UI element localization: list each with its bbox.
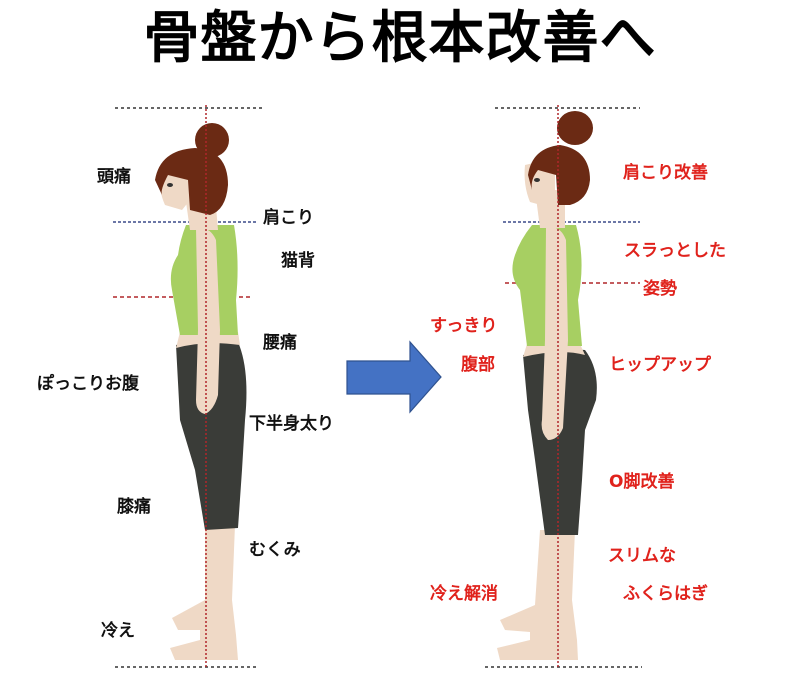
label-hip-up: ヒップアップ bbox=[609, 355, 711, 375]
right-arrow-icon bbox=[346, 340, 442, 414]
label-shoulder-improved: 肩こり改善 bbox=[623, 163, 708, 183]
label-slim-calves-2: ふくらはぎ bbox=[623, 584, 708, 604]
label-headache: 頭痛 bbox=[97, 167, 131, 187]
label-stiff-shoulders: 肩こり bbox=[263, 208, 314, 228]
label-slim-posture-1: スラっとした bbox=[624, 241, 726, 261]
after-figure bbox=[485, 105, 642, 668]
label-slim-calves-1: スリムな bbox=[608, 546, 676, 566]
label-knee-pain: 膝痛 bbox=[117, 497, 151, 517]
page-title: 骨盤から根本改善へ bbox=[143, 6, 657, 71]
label-swelling: むくみ bbox=[249, 540, 301, 560]
label-toned-belly-2: 腹部 bbox=[461, 355, 495, 375]
before-figure bbox=[113, 105, 265, 668]
label-cold: 冷え bbox=[101, 621, 135, 641]
label-hunchback: 猫背 bbox=[281, 251, 315, 271]
label-toned-belly-1: すっきり bbox=[430, 316, 498, 336]
label-lower-body-fat: 下半身太り bbox=[249, 414, 334, 434]
label-cold-relief: 冷え解消 bbox=[430, 584, 498, 604]
label-o-leg-improved: O脚改善 bbox=[609, 472, 675, 492]
label-back-pain: 腰痛 bbox=[263, 333, 297, 353]
label-slim-posture-2: 姿勢 bbox=[643, 279, 677, 299]
label-belly-bulge: ぽっこりお腹 bbox=[37, 374, 139, 394]
